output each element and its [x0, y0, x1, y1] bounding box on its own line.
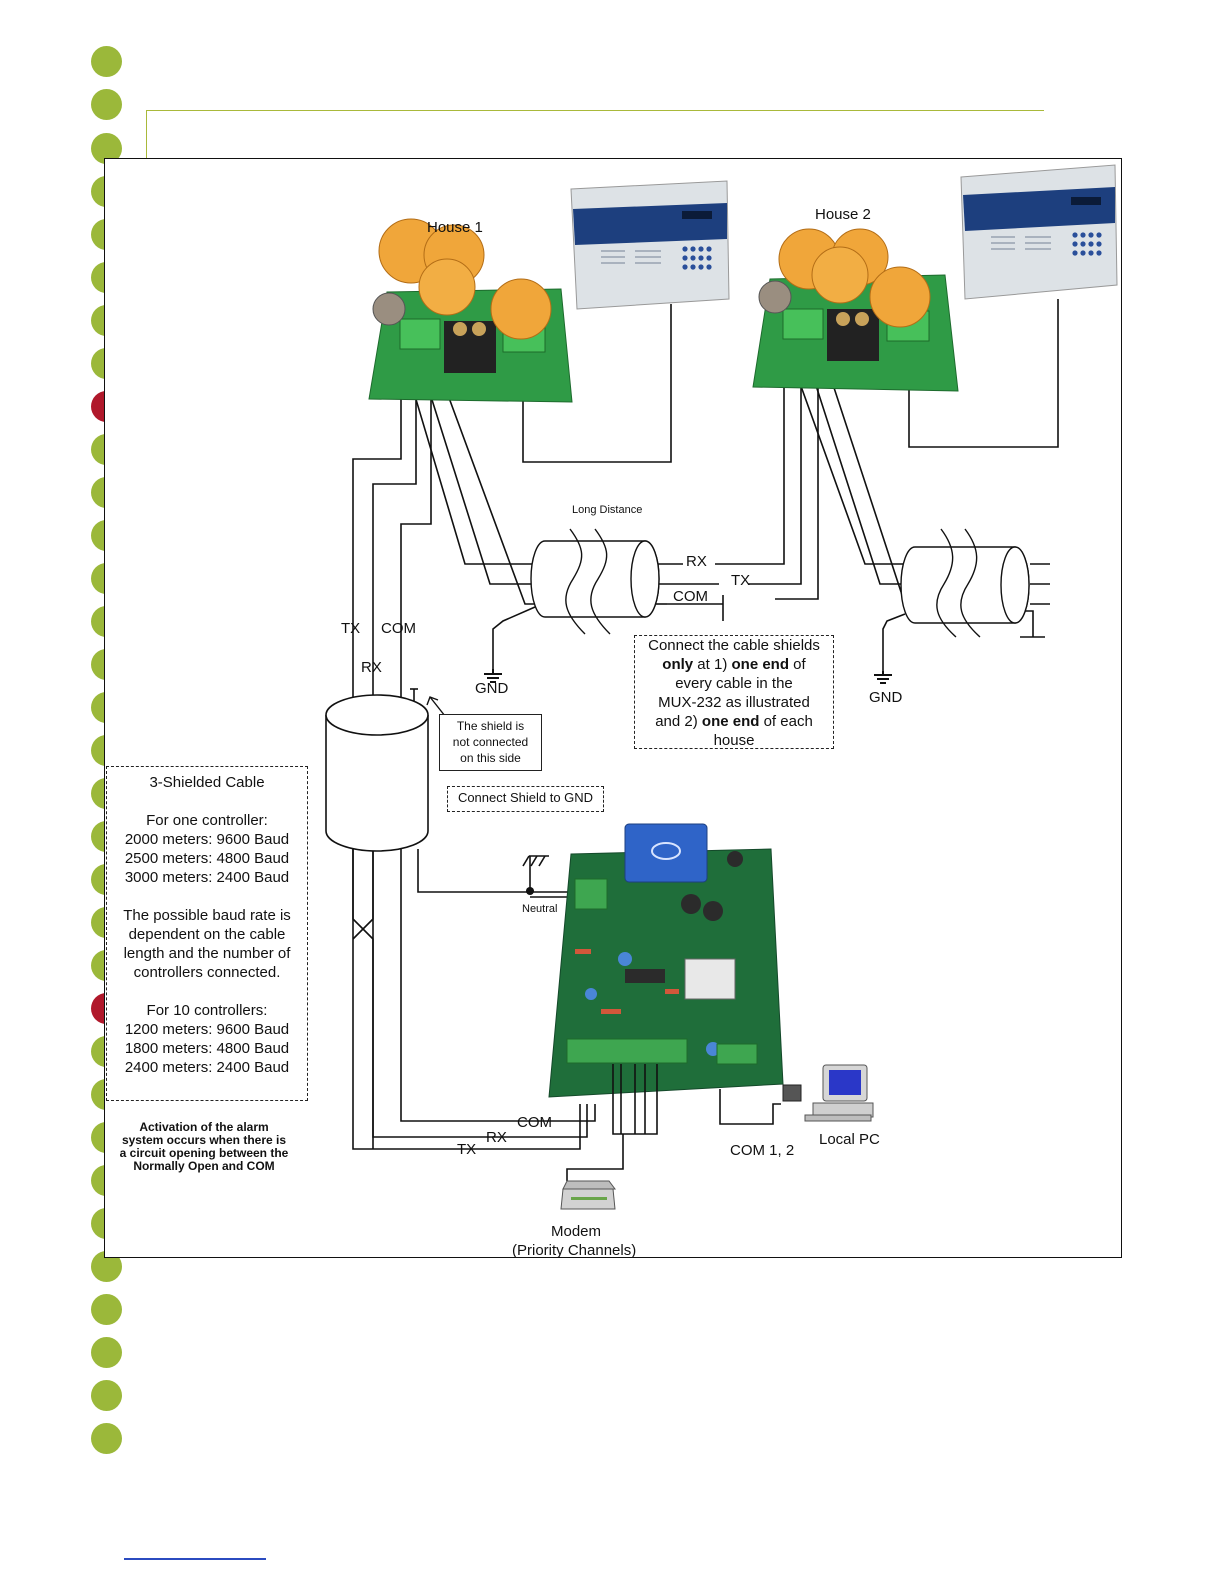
margin-dot — [91, 1423, 122, 1454]
house2-pcb — [752, 228, 959, 392]
cable-note-one-row: 2500 meters: 4800 Baud — [124, 850, 290, 867]
shield-note-line-5: and 2) one end of each — [635, 712, 833, 731]
alarm-line: Normally Open and COM — [133, 1159, 275, 1173]
gnd-symbol-2 — [874, 671, 892, 684]
shield-not-connected-note: The shield is not connected on this side — [439, 714, 542, 771]
alarm-line: system occurs when there is — [121, 1133, 287, 1147]
not-connected-line-2: not connected — [452, 735, 529, 749]
connect-shield-gnd-note: Connect Shield to GND — [447, 786, 604, 812]
shield-note-bold-one-end: one end — [731, 656, 790, 673]
alarm-line: Activation of the alarm — [139, 1120, 269, 1134]
neutral-symbol — [522, 855, 549, 891]
wiring-diagram-svg — [325, 164, 1118, 1210]
alarm-activation-note: Activation of the alarm system occurs wh… — [105, 1121, 303, 1173]
house2-controller — [960, 164, 1118, 300]
cable-note-ten-row: 1200 meters: 9600 Baud — [124, 1021, 290, 1038]
local-pc — [782, 1064, 874, 1122]
shield-arrow — [426, 696, 446, 717]
cable-note-possible-line: length and the number of — [123, 945, 291, 962]
shield-note-line-2: only at 1) one end of — [635, 655, 833, 674]
wiring-diagram: House 1 House 2 Long Distance RX TX COM … — [104, 158, 1122, 1258]
house2-label: House 2 — [815, 206, 871, 223]
shield-note-line-4: MUX-232 as illustrated — [658, 694, 810, 711]
cable-note-one-row: 2000 meters: 9600 Baud — [124, 831, 290, 848]
tx-label-mux: TX — [457, 1141, 477, 1158]
not-connected-line-3: on this side — [460, 751, 521, 765]
gnd-symbol-1 — [484, 669, 502, 683]
cable-note-possible-line: controllers connected. — [133, 964, 281, 981]
margin-dot — [91, 1380, 122, 1411]
shielded-cable-cylinder — [325, 694, 429, 852]
right-long-distance-cable — [900, 528, 1030, 638]
shield-note-line-6: house — [713, 732, 755, 749]
rx-label-mux: RX — [486, 1129, 507, 1146]
com-label-mux: COM — [517, 1114, 552, 1131]
modem-sub-label: (Priority Channels) — [512, 1242, 637, 1259]
margin-dot — [91, 1337, 122, 1368]
com-label-cable: COM — [381, 620, 416, 637]
connect-shield-gnd-text: Connect Shield to GND — [457, 790, 594, 805]
shield-note-bold-one-end-2: one end — [701, 713, 760, 730]
wire-shield-to-gnd — [417, 849, 577, 893]
shield-note-text-5c: of each — [759, 713, 813, 730]
cable-note-ten-heading: For 10 controllers: — [146, 1002, 268, 1019]
modem — [560, 1180, 616, 1210]
cable-note-title: 3-Shielded Cable — [149, 774, 265, 791]
shielded-cable-note: 3-Shielded Cable For one controller: 200… — [106, 766, 308, 1101]
cable-note-possible-line: dependent on the cable — [128, 926, 286, 943]
rx-label-ld: RX — [686, 553, 707, 570]
shield-note-line-1: Connect the cable shields — [648, 637, 820, 654]
gnd-label-2: GND — [869, 689, 903, 706]
local-pc-label: Local PC — [819, 1131, 880, 1148]
house1-label: House 1 — [427, 219, 483, 236]
cable-note-one-heading: For one controller: — [146, 812, 268, 829]
shield-note-bold-only: only — [662, 656, 694, 673]
mux-232-board — [548, 823, 784, 1098]
com-label-ld: COM — [673, 588, 708, 605]
footer-link-underline[interactable] — [124, 1558, 266, 1560]
gnd-label-1: GND — [475, 680, 509, 697]
cable-note-ten-row: 2400 meters: 2400 Baud — [124, 1059, 290, 1076]
house1-controller — [570, 180, 730, 310]
modem-label: Modem — [551, 1223, 602, 1240]
long-distance-label: Long Distance — [572, 504, 643, 516]
margin-dot — [91, 89, 122, 120]
margin-dot — [91, 1294, 122, 1325]
cable-note-ten-row: 1800 meters: 4800 Baud — [124, 1040, 290, 1057]
cable-note-one-row: 3000 meters: 2400 Baud — [124, 869, 290, 886]
tx-label-cable: TX — [341, 620, 361, 637]
shield-note-text-5a: and 2) — [655, 713, 702, 730]
shield-connection-note: Connect the cable shields only at 1) one… — [634, 635, 834, 749]
house1-pcb — [368, 218, 573, 403]
shield-note-line-3: every cable in the — [675, 675, 793, 692]
rx-label-cable: RX — [361, 659, 382, 676]
neutral-label: Neutral — [522, 903, 558, 915]
header-rule — [146, 110, 1044, 111]
shield-note-text-2d: of — [789, 656, 806, 673]
long-distance-cable — [530, 528, 660, 635]
com-ports-label: COM 1, 2 — [730, 1142, 795, 1159]
header-rule-vertical — [146, 110, 147, 158]
margin-dot — [91, 46, 122, 77]
tx-label-ld: TX — [731, 572, 751, 589]
shield-note-text-2b: at 1) — [693, 656, 732, 673]
cable-note-possible-line: The possible baud rate is — [123, 907, 291, 924]
alarm-line: a circuit opening between the — [119, 1146, 289, 1160]
not-connected-line-1: The shield is — [456, 719, 525, 733]
